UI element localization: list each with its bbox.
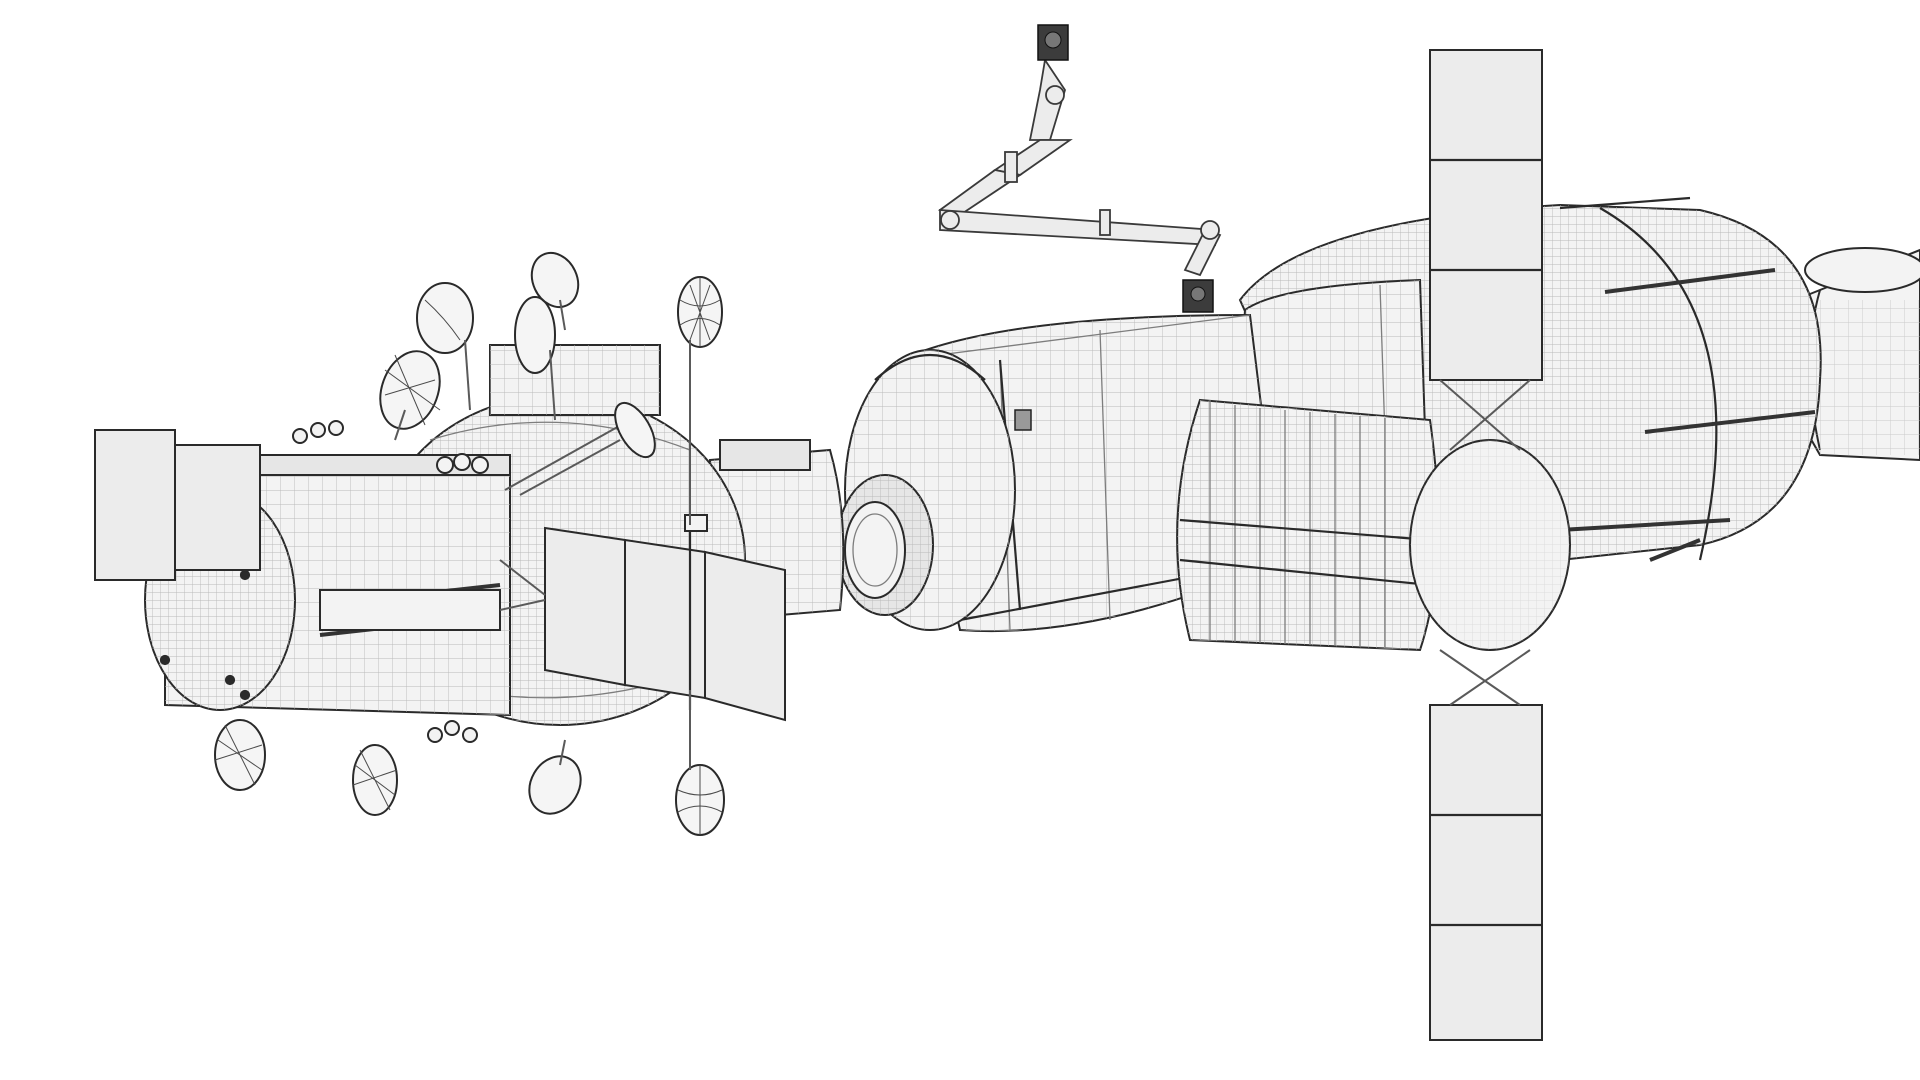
- antenna-dish-3: [530, 251, 580, 331]
- antenna-dish-2: [514, 296, 556, 421]
- cargo-module-end-cap: [1409, 439, 1571, 651]
- robotic-arm-camera-upper: [1037, 24, 1069, 61]
- docking-port-ring: [836, 474, 934, 616]
- service-module-upper-box: [489, 344, 661, 416]
- radiator-boom: [504, 419, 631, 491]
- left-solar-panels: [94, 429, 261, 581]
- antenna-dish-4: [677, 276, 723, 525]
- thruster-cluster-upper: [292, 420, 344, 444]
- solar-array-bottom: [1429, 649, 1543, 1041]
- antenna-dish-5: [379, 350, 441, 441]
- middle-solar-array: [499, 514, 786, 722]
- solar-array-top: [1429, 49, 1543, 451]
- antenna-dish-7: [214, 719, 266, 791]
- antenna-dish-8: [352, 744, 398, 816]
- robotic-arm: [937, 57, 1222, 277]
- cargo-module: [1176, 398, 1439, 652]
- antenna-dish-10: [675, 690, 725, 836]
- antenna-dish-9: [528, 739, 582, 815]
- antenna-dish-1: [416, 282, 474, 411]
- robotic-arm-camera-lower: [1182, 279, 1214, 313]
- thruster-cluster-mid: [436, 453, 489, 474]
- thruster-cluster-lower: [427, 720, 478, 743]
- antenna-dish-6: [519, 401, 656, 496]
